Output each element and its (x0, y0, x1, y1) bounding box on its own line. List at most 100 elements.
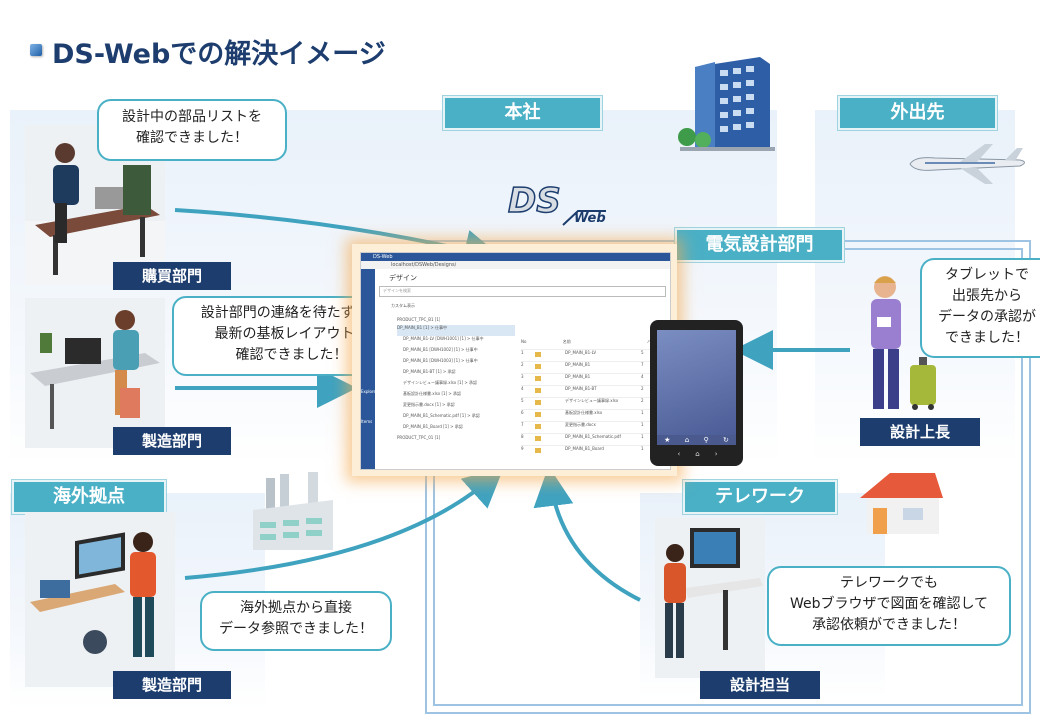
tree-root[interactable]: PRODUCT_TPC_B1 [1] (397, 317, 441, 322)
ds-web-logo: DS Web (507, 180, 608, 235)
row-version: 1 (641, 446, 644, 451)
forward-icon[interactable]: › (714, 450, 718, 458)
tree-item[interactable]: DP_MAIN_B1 [DWH1002] [1] > 仕事中 (403, 347, 478, 352)
row-no: 7 (521, 422, 524, 427)
tree-view: DP_MAIN_B1 [1] > 仕事中 DP_MAIN_B1-LV [DWH1… (397, 325, 515, 465)
row-name: DP_MAIN_B1-LV (565, 350, 597, 355)
star-icon[interactable]: ★ (664, 436, 671, 444)
row-no: 8 (521, 434, 524, 439)
file-icon (535, 376, 541, 381)
header-no: No (521, 339, 527, 344)
row-no: 3 (521, 374, 524, 379)
overseas-person-illustration (25, 512, 175, 687)
side-item-explorer[interactable]: Explorer (361, 389, 378, 394)
table-row[interactable]: 8 DP_MAIN_B1_Schematic.pdf 1 (521, 433, 667, 445)
file-icon (535, 400, 541, 405)
purchasing-person-illustration (25, 125, 165, 285)
row-no: 9 (521, 446, 524, 451)
tree-item[interactable]: デザインレビュー議事録.xlsx [1] > 承認 (403, 380, 478, 385)
bubble-line: テレワークでも (840, 575, 938, 591)
tree-item[interactable]: DP_MAIN_B1-BT [1] > 承認 (403, 369, 456, 374)
file-icon (535, 364, 541, 369)
tree-item[interactable]: 基板設計仕様書.xlsx [1] > 承認 (403, 391, 462, 396)
bubble-line: データの承認が (938, 309, 1036, 325)
region-label-gaishutsu: 外出先 (838, 96, 997, 130)
custom-view-button[interactable]: カスタム表示 (391, 303, 415, 308)
browser-screenshot: DS-Web localhost/DSWeb/Designs/ Explorer… (352, 244, 677, 476)
app-sidebar: Explorer Items (361, 269, 378, 469)
app-page-title: デザイン (389, 274, 417, 282)
refresh-icon[interactable]: ↻ (722, 436, 729, 444)
row-no: 5 (521, 398, 524, 403)
search-icon[interactable]: ⚲ (703, 436, 709, 444)
bubble-line: 最新の基板レイアウトを (214, 326, 369, 342)
factory-icon (248, 470, 338, 555)
file-icon (535, 412, 541, 417)
side-item-items[interactable]: Items (361, 419, 373, 424)
logo-ds-text: DS (507, 180, 561, 222)
row-name: DP_MAIN_B1_Schematic.pdf (565, 434, 621, 439)
bubble-telework: テレワークでも Webブラウザで図面を確認して 承認依頼ができました！ (767, 566, 1011, 646)
tree-item[interactable]: 変更指示書.docx [1] > 承認 (403, 402, 455, 407)
tree-item[interactable]: DP_MAIN_B1 [1] > 仕事中 (397, 325, 515, 336)
home-icon[interactable]: ⌂ (684, 436, 690, 444)
file-icon (535, 436, 541, 441)
url-field[interactable]: localhost/DSWeb/Designs/ (391, 262, 457, 268)
bubble-line: Webブラウザで図面を確認して (789, 596, 989, 612)
tablet-nav: ‹ ⌂ › (670, 450, 725, 460)
row-version: 2 (641, 398, 644, 403)
bubble-line: 設計中の部品リストを (122, 109, 262, 125)
bubble-overseas: 海外拠点から直接 データ参照できました！ (200, 591, 392, 651)
tree-item[interactable]: DP_MAIN_B1_Schematic.pdf [1] > 承認 (403, 413, 480, 418)
row-version: 1 (641, 422, 644, 427)
row-name: 基板設計仕様書.xlsx (565, 410, 603, 415)
dept-label-designer: 設計担当 (700, 671, 820, 699)
row-no: 6 (521, 410, 524, 415)
file-icon (535, 424, 541, 429)
tree-item[interactable]: DP_MAIN_B1 [DWH1003] [1] > 仕事中 (403, 358, 478, 363)
bubble-line: 承認依頼ができました！ (812, 617, 966, 633)
file-icon (535, 388, 541, 393)
region-label-honsha: 本社 (443, 96, 602, 130)
dept-label-overseas-manufacturing: 製造部門 (113, 671, 231, 699)
browser-tab[interactable]: DS-Web (373, 254, 393, 260)
table-header: No 名前 バージョン (521, 339, 667, 349)
tree-item[interactable]: PRODUCT_TPC_01 [1] (397, 435, 441, 440)
telework-person-illustration (655, 518, 765, 678)
file-table: No 名前 バージョン 1DP_MAIN_B1-LV52DP_MAIN_B173… (521, 339, 667, 453)
row-name: DP_MAIN_B1 (565, 362, 591, 367)
row-version: 1 (641, 434, 644, 439)
bubble-line: データ参照できました！ (219, 621, 373, 637)
bubble-line: 設計部門の連絡を待たずに、 (200, 305, 383, 321)
building-icon (675, 52, 780, 157)
region-label-telework: テレワーク (683, 480, 837, 514)
browser-tabbar: DS-Web (361, 253, 670, 261)
dept-label-boss: 設計上長 (860, 418, 980, 446)
row-no: 4 (521, 386, 524, 391)
table-row[interactable]: 7 変更指示書.docx 1 (521, 421, 667, 433)
row-name: DP_MAIN_B1-BT (565, 386, 597, 391)
tree-item[interactable]: DP_MAIN_B1_Board [1] > 承認 (403, 424, 463, 429)
region-label-denki: 電気設計部門 (675, 228, 844, 262)
home-button-icon[interactable]: ⌂ (695, 450, 700, 458)
row-name: DP_MAIN_B1 (565, 374, 591, 379)
row-name: 変更指示書.docx (565, 422, 596, 427)
bubble-line: タブレットで (945, 267, 1029, 283)
app-search-input[interactable]: デザインを検索 (379, 286, 666, 297)
tree-item[interactable]: DP_MAIN_B1-LV [DWH1001] [1] > 仕事中 (403, 336, 484, 341)
boss-person-illustration (855, 265, 945, 415)
dept-label-purchasing: 購買部門 (113, 262, 231, 290)
tablet-screen (657, 330, 736, 435)
bubble-line: 出張先から (952, 288, 1022, 304)
manufacturing-person-illustration (25, 298, 165, 448)
house-icon (855, 468, 945, 538)
back-icon[interactable]: ‹ (677, 450, 681, 458)
row-version: 7 (641, 362, 644, 367)
